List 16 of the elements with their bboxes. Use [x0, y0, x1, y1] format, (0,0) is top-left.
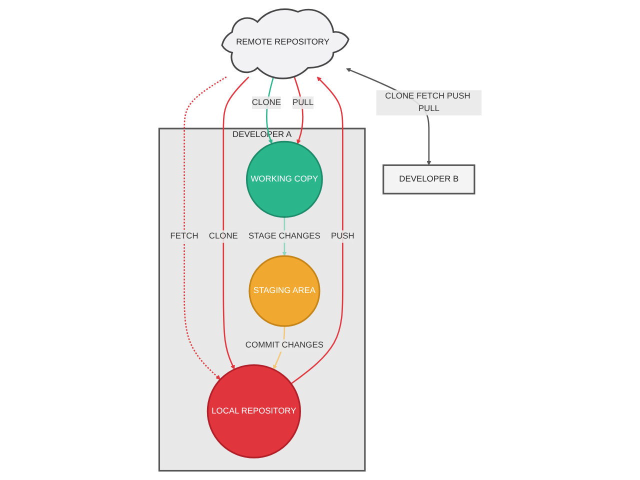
arrow: [183, 76, 226, 380]
arrow: [222, 76, 249, 370]
edge-label: STAGE CHANGES: [248, 232, 320, 241]
node-circle: LOCAL REPOSITORY: [206, 364, 301, 458]
node-circle: WORKING COPY: [246, 140, 322, 218]
edge-label: FETCH: [170, 232, 198, 241]
edge-label: PULL: [292, 98, 314, 107]
edge-label: PUSH: [330, 232, 354, 241]
edge-label: CLONE FETCH PUSH PULL: [384, 92, 470, 114]
node-box: DEVELOPER B: [382, 164, 475, 194]
edge-label: CLONE: [252, 98, 281, 107]
node-circle: STAGING AREA: [248, 255, 320, 327]
arrow: [290, 76, 343, 384]
edge-label: CLONE: [208, 232, 238, 241]
edge-label: COMMIT CHANGES: [245, 340, 324, 350]
arrow: [293, 76, 303, 144]
